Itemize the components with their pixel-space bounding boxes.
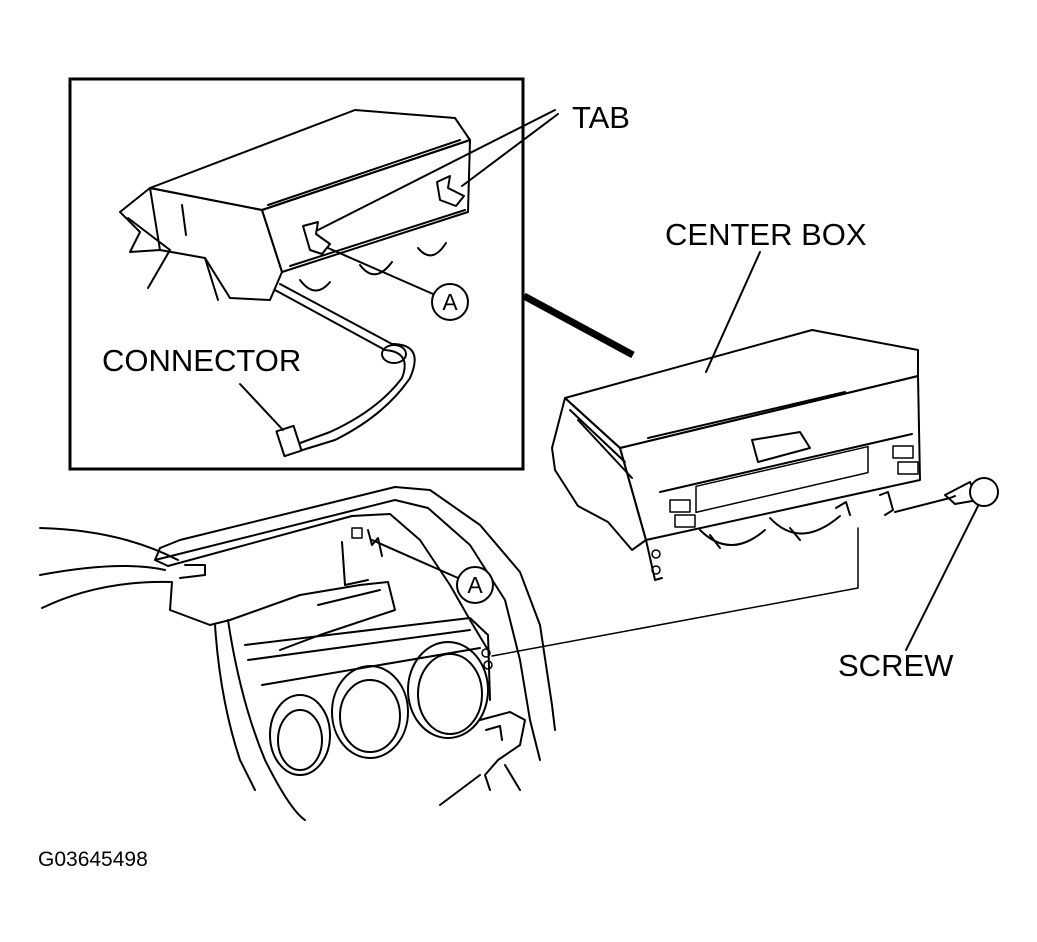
inset-center-box-rear — [119, 109, 471, 301]
callout-a-dash: A — [371, 539, 494, 604]
connector-leader — [239, 383, 284, 431]
figure-id: G03645498 — [38, 848, 148, 871]
tab-label: TAB — [572, 100, 630, 135]
callout-a-dash-text: A — [467, 572, 483, 598]
connector-label: CONNECTOR — [102, 343, 301, 378]
screw-leader — [905, 505, 979, 651]
tab-slot-front — [302, 221, 331, 255]
screw — [894, 477, 999, 513]
center-box-leader — [705, 251, 761, 373]
tab-slot-right — [436, 175, 465, 207]
callout-a-inset: A — [327, 247, 469, 321]
center-box — [551, 329, 921, 581]
callout-a-inset-text: A — [442, 289, 458, 315]
center-box-label: CENTER BOX — [665, 217, 867, 252]
tab-callout: TAB — [317, 100, 630, 231]
connector-plug — [275, 424, 303, 458]
screw-label: SCREW — [838, 648, 954, 683]
connector-harness — [274, 283, 416, 453]
dashboard-center-console — [39, 486, 556, 821]
inset-frame — [68, 77, 525, 471]
inset-detail: A CONNECTOR — [68, 77, 525, 471]
screw-alignment-line — [491, 527, 859, 657]
inset-pointer-line — [522, 292, 635, 359]
